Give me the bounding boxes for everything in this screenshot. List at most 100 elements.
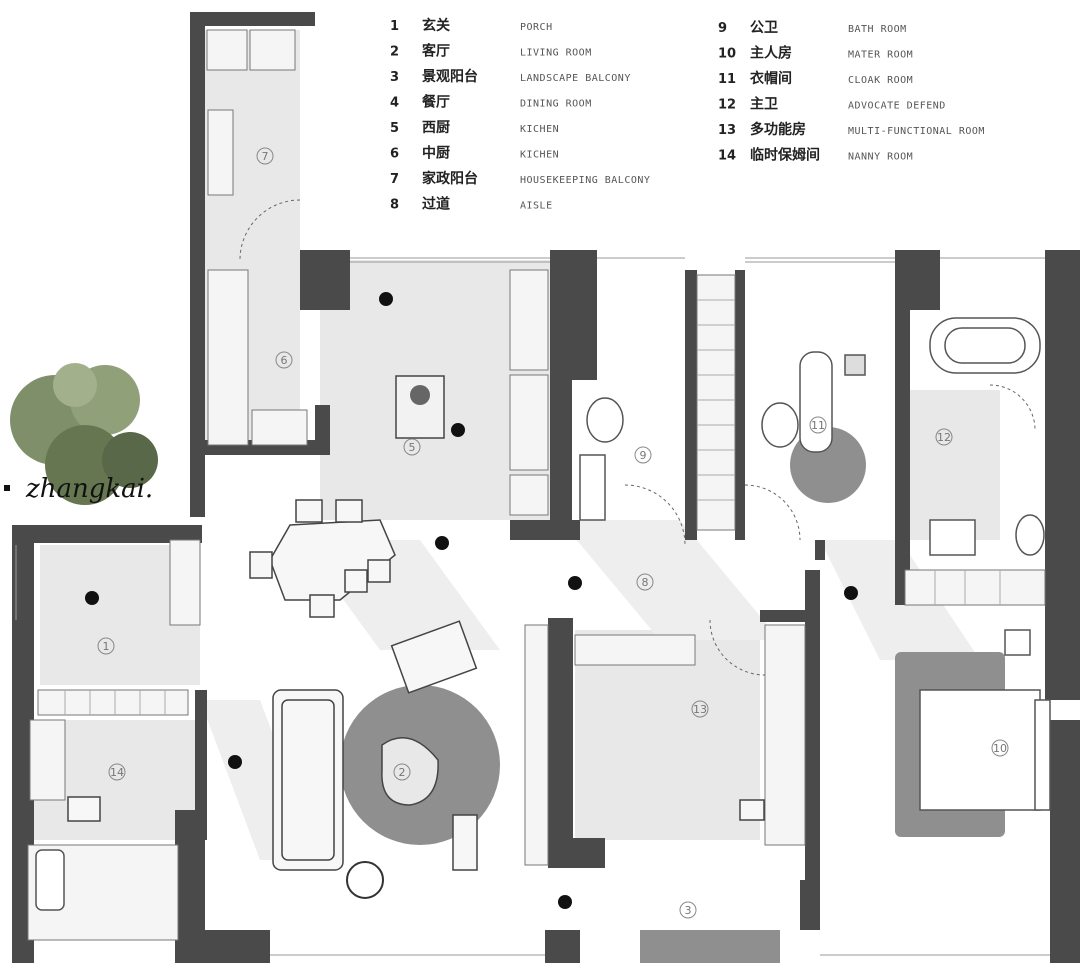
room-marker-label: 9 (640, 449, 647, 462)
legend-item: 13 多功能房 MULTI-FUNCTIONAL ROOM (718, 121, 985, 138)
watermark-text: zhangkai. (25, 474, 153, 504)
furniture (67, 375, 765, 871)
legend-chinese-name: 临时保姆间 (750, 147, 820, 164)
legend-english-name: MULTI-FUNCTIONAL ROOM (848, 126, 985, 137)
people-figures (85, 292, 858, 909)
legend-number: 14 (718, 149, 736, 164)
cabinet-divisions (64, 299, 1001, 715)
legend-number: 12 (718, 98, 736, 113)
legend-number: 1 (390, 19, 399, 34)
legend-english-name: CLOAK ROOM (848, 75, 913, 86)
legend-english-name: AISLE (520, 201, 553, 212)
legend-item: 10 主人房 MATER ROOM (718, 45, 913, 62)
legend-item: 1 玄关 PORCH (390, 17, 553, 34)
room-marker-2: 2 (393, 763, 411, 781)
legend-chinese-name: 多功能房 (750, 121, 806, 138)
legend-english-name: DINING ROOM (520, 99, 592, 110)
room-marker-circle (403, 438, 421, 456)
legend-chinese-name: 家政阳台 (422, 170, 478, 187)
room-marker-label: 14 (110, 766, 124, 779)
room-marker-7: 7 (256, 147, 274, 165)
room-marker-label: 6 (281, 354, 288, 367)
room-marker-8: 8 (636, 573, 654, 591)
legend-english-name: BATH ROOM (848, 24, 907, 35)
legend-number: 4 (390, 96, 399, 111)
room-marker-label: 5 (409, 441, 416, 454)
room-marker-10: 10 (991, 739, 1009, 757)
legend-chinese-name: 玄关 (422, 17, 450, 34)
room-marker-circle (256, 147, 274, 165)
room-marker-label: 8 (642, 576, 649, 589)
room-marker-circle (935, 428, 953, 446)
legend-number: 8 (390, 198, 399, 213)
legend-chinese-name: 景观阳台 (422, 68, 478, 85)
pendant-light (410, 385, 430, 405)
room-marker-circle (275, 351, 293, 369)
legend-number: 9 (718, 21, 727, 36)
room-marker-3: 3 (679, 901, 697, 919)
room-marker-label: 3 (685, 904, 692, 917)
room-marker-9: 9 (634, 446, 652, 464)
room-marker-label: 1 (103, 640, 110, 653)
room-marker-6: 6 (275, 351, 293, 369)
legend-chinese-name: 公卫 (750, 20, 778, 36)
room-marker-12: 12 (935, 428, 953, 446)
legend-item: 14 临时保姆间 NANNY ROOM (718, 147, 913, 164)
room-marker-circle (97, 637, 115, 655)
watermark-bullet (4, 485, 10, 491)
room-marker-label: 12 (937, 431, 951, 444)
legend-number: 3 (390, 70, 399, 85)
room-marker-circle (691, 700, 709, 718)
legend-number: 10 (718, 47, 736, 62)
legend-chinese-name: 过道 (422, 196, 450, 213)
legend-number: 5 (390, 121, 399, 136)
legend-item: 7 家政阳台 HOUSEKEEPING BALCONY (390, 170, 650, 187)
door-swings (239, 199, 1036, 676)
room-marker-circle (809, 416, 827, 434)
legend-item: 9 公卫 BATH ROOM (718, 20, 907, 36)
fixtures (35, 317, 1051, 911)
legend-english-name: HOUSEKEEPING BALCONY (520, 175, 650, 186)
room-marker-circle (393, 763, 411, 781)
legend-english-name: KICHEN (520, 150, 559, 161)
floor-lamp (346, 861, 384, 899)
room-marker-13: 13 (691, 700, 709, 718)
legend-chinese-name: 客厅 (421, 43, 450, 60)
cabinets (27, 29, 1046, 941)
legend-chinese-name: 主人房 (750, 45, 792, 62)
legend-english-name: ADVOCATE DEFEND (848, 101, 946, 112)
legend-english-name: PORCH (520, 22, 553, 33)
legend-english-name: LIVING ROOM (520, 48, 592, 59)
room-marker-label: 11 (811, 419, 825, 432)
room-marker-5: 5 (403, 438, 421, 456)
legend-english-name: NANNY ROOM (848, 152, 913, 163)
legend-english-name: MATER ROOM (848, 50, 913, 61)
legend-chinese-name: 中厨 (422, 145, 450, 162)
windows (15, 257, 1050, 956)
legend-number: 11 (718, 72, 736, 87)
legend-number: 7 (390, 172, 399, 187)
legend-chinese-name: 西厨 (422, 120, 450, 136)
room-marker-1: 1 (97, 637, 115, 655)
room-marker-circle (108, 763, 126, 781)
room-marker-label: 2 (399, 766, 406, 779)
tree-icon (10, 363, 158, 505)
room-marker-11: 11 (809, 416, 827, 434)
legend-number: 13 (718, 123, 736, 138)
room-marker-label: 7 (262, 150, 269, 163)
legend-item: 8 过道 AISLE (390, 196, 553, 213)
room-marker-14: 14 (108, 763, 126, 781)
room-marker-circle (991, 739, 1009, 757)
legend-chinese-name: 主卫 (750, 96, 778, 113)
room-marker-label: 10 (993, 742, 1007, 755)
legend-english-name: LANDSCAPE BALCONY (520, 73, 631, 84)
room-marker-circle (634, 446, 652, 464)
balcony-floor (640, 930, 780, 963)
room-marker-label: 13 (693, 703, 707, 716)
